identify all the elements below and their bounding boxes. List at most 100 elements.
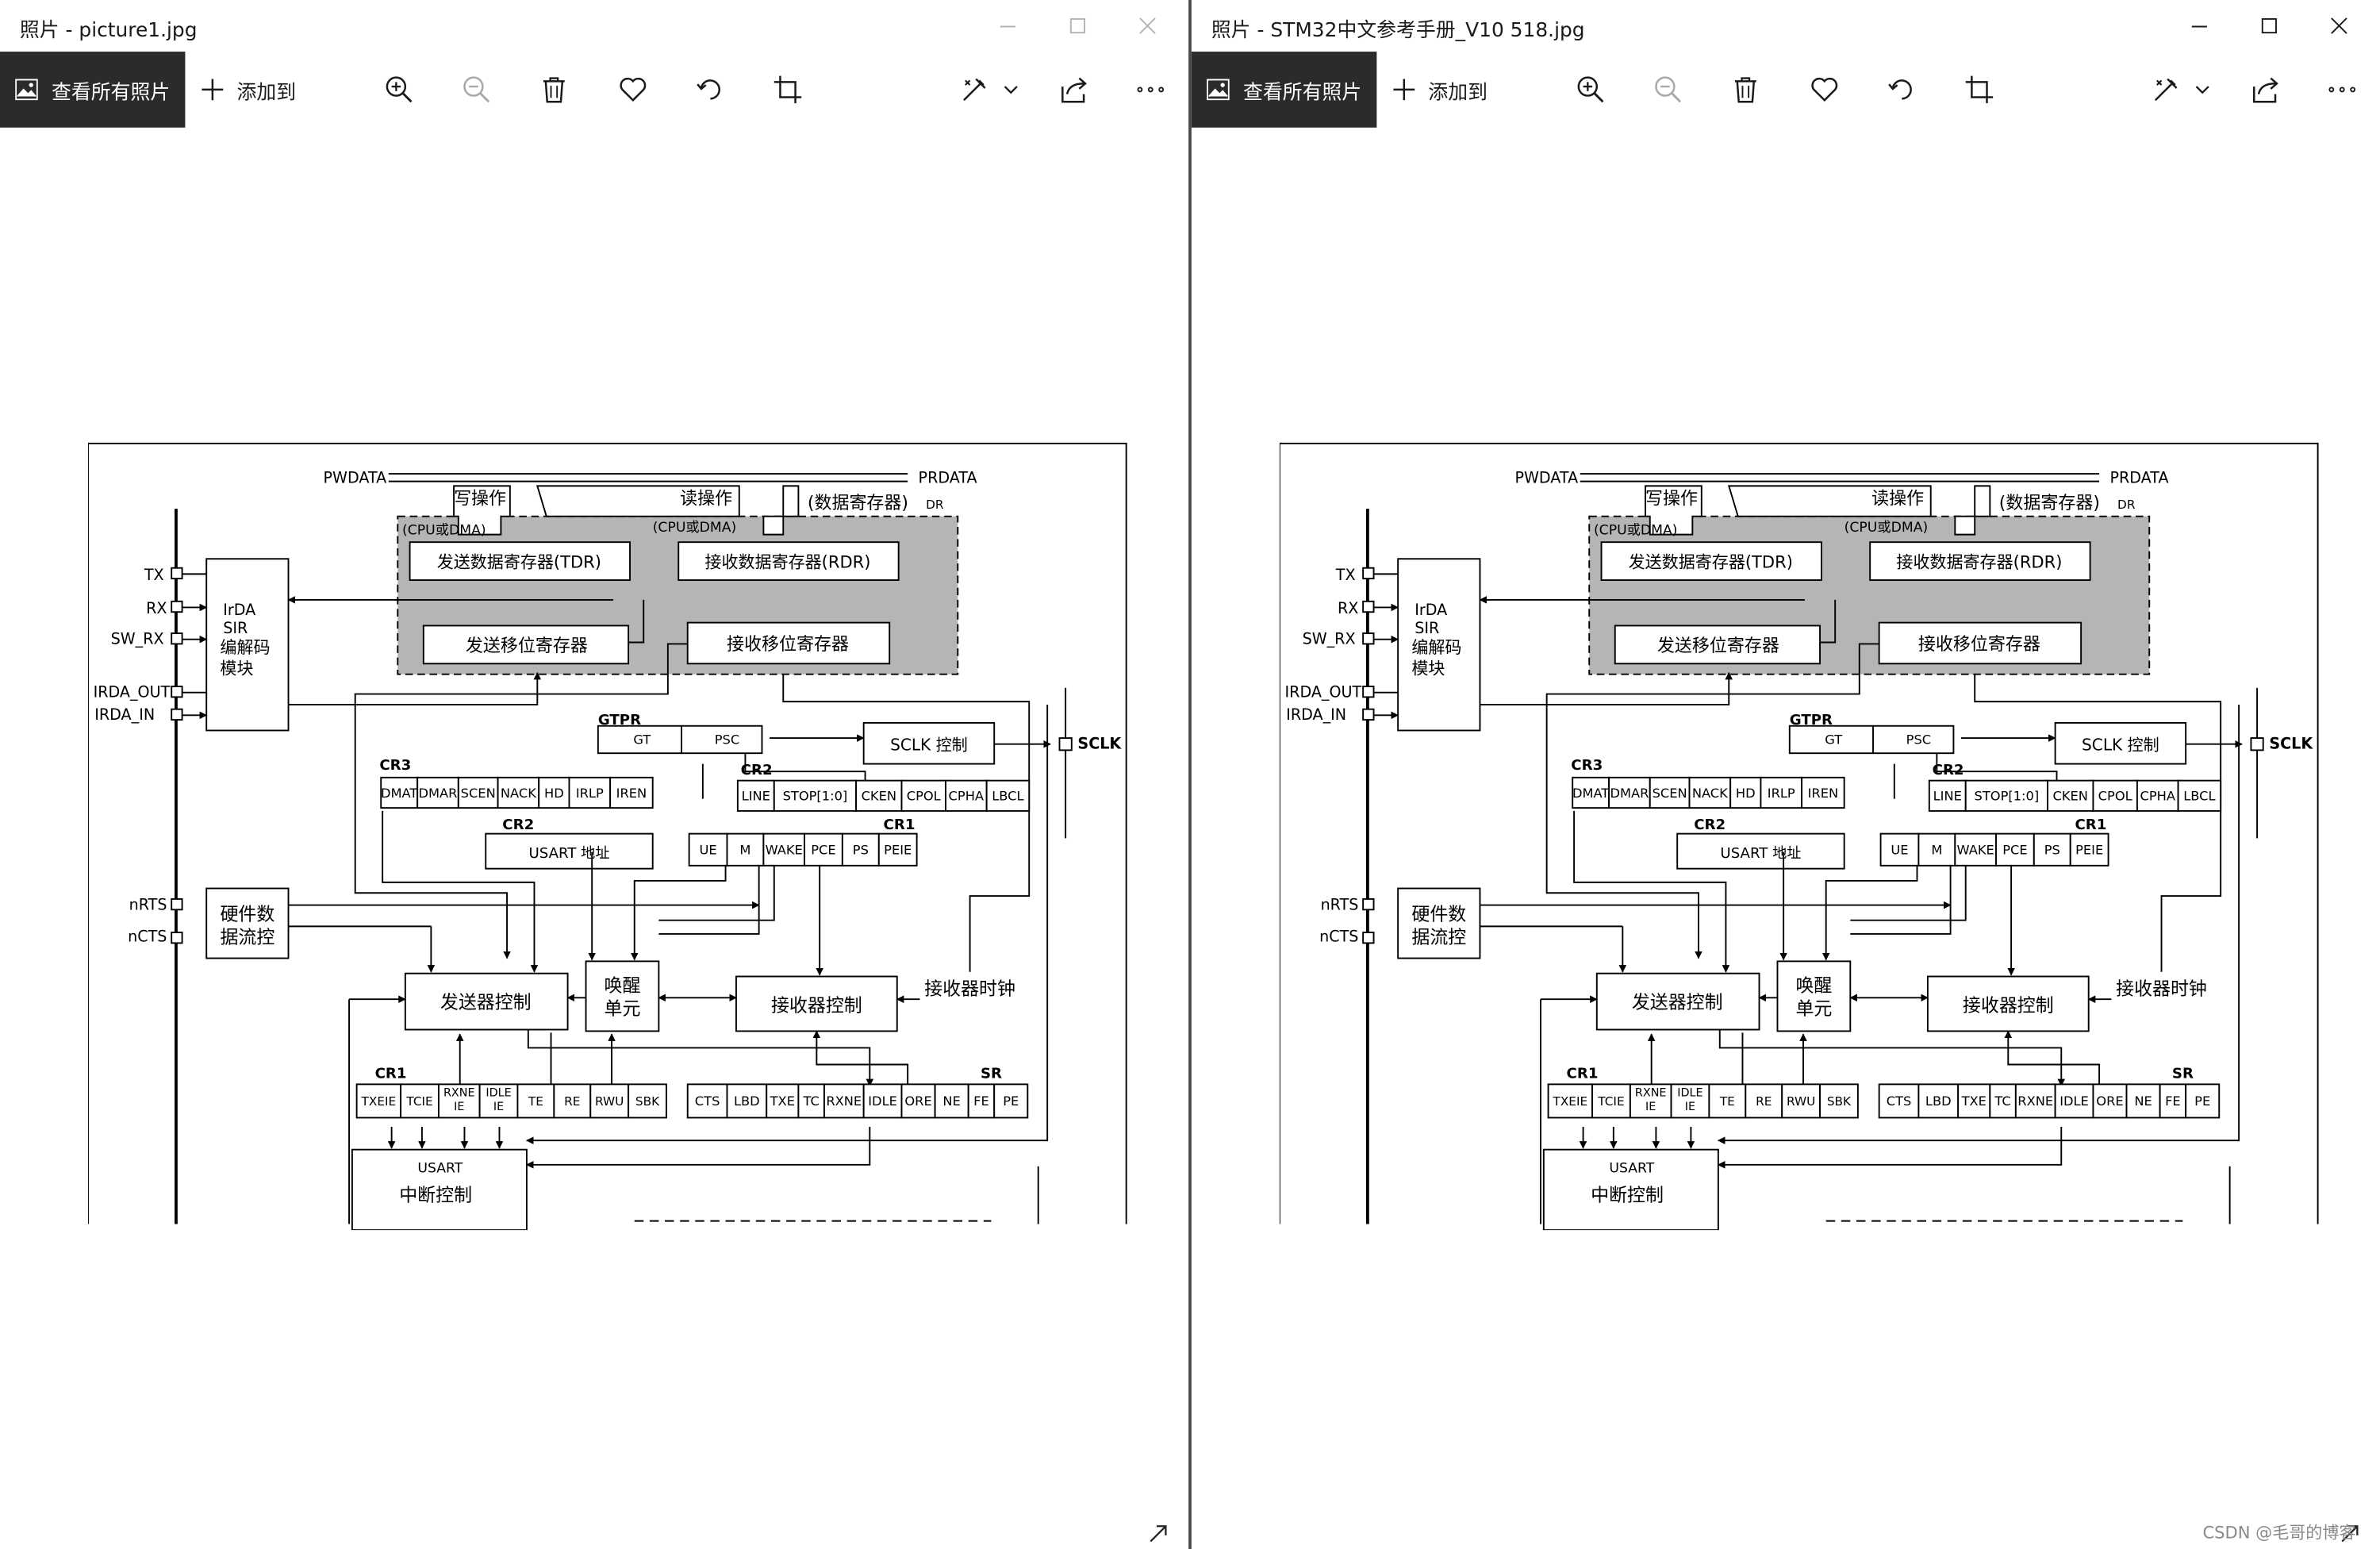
title-bar[interactable]: 照片 - picture1.jpg	[0, 0, 1189, 52]
irda-out-pin-label: IRDA_OUT	[94, 682, 171, 701]
rotate-button[interactable]	[692, 71, 728, 108]
cr2-top-bit-label: LINE	[742, 789, 770, 804]
zoom-in-button[interactable]	[1572, 71, 1609, 108]
wake-unit-line-1: 唤醒	[605, 976, 641, 997]
cr3-bit-cell	[416, 776, 459, 809]
window-title: 照片 - STM32中文参考手册_V10 518.jpg	[1211, 19, 1585, 43]
add-to-button[interactable]: 添加到	[1392, 52, 1488, 128]
minimize-button[interactable]	[973, 0, 1042, 52]
rx-shift-label: 接收移位寄存器	[1918, 635, 2040, 655]
expand-icon[interactable]	[2337, 1522, 2362, 1547]
close-icon	[2331, 17, 2347, 34]
minimize-icon	[1000, 25, 1015, 28]
close-icon	[1139, 17, 1156, 34]
edit-create-button[interactable]	[959, 71, 1023, 108]
view-all-photos-button[interactable]: 查看所有照片	[0, 52, 186, 128]
rdr-label: 接收数据寄存器(RDR)	[1896, 552, 2062, 572]
cr1-bottom-bit-label: SBK	[635, 1094, 660, 1109]
data-register-label: (数据寄存器)	[1999, 494, 2100, 513]
sclk-pin-label: SCLK	[1077, 734, 1122, 752]
rx-clock-label: 接收器时钟	[2116, 978, 2207, 999]
cr1-bottom-bit-label: IDLE	[486, 1087, 511, 1100]
cr3-bit-label: HD	[1736, 786, 1756, 801]
cr2-top-bit-cell	[736, 779, 775, 812]
tdr-label: 发送数据寄存器(TDR)	[1629, 552, 1793, 572]
favorite-button[interactable]	[1806, 71, 1843, 108]
prdata-label: PRDATA	[2109, 469, 2168, 487]
cr3-bit-label: DMAT	[381, 786, 417, 801]
cr1-bottom-label: CR1	[1567, 1066, 1599, 1082]
more-button[interactable]	[2324, 71, 2360, 108]
sr-bit-label: IDLE	[2059, 1094, 2089, 1109]
cr1-top-bit-label: UE	[1891, 843, 1908, 858]
zoom-in-button[interactable]	[381, 71, 417, 108]
cr2-top-bit-cell	[773, 779, 858, 812]
sr-bit-cell	[1878, 1083, 1920, 1119]
sr-bit-cell	[766, 1083, 800, 1119]
cpu-dma-left-label: (CPU或DMA)	[1594, 523, 1678, 539]
usart-address-label: USART 地址	[1720, 845, 1801, 862]
plus-icon	[1392, 78, 1416, 102]
rotate-icon	[697, 79, 720, 100]
pwdata-label: PWDATA	[1514, 469, 1578, 487]
title-bar[interactable]: 照片 - STM32中文参考手册_V10 518.jpg	[1191, 0, 2380, 52]
cr1-bottom-bit-label: IE	[454, 1101, 464, 1113]
cr3-bit-cell	[1688, 776, 1732, 809]
tx-ctrl-label: 发送器控制	[440, 993, 532, 1013]
gt-label: GT	[633, 732, 651, 748]
delete-button[interactable]	[1727, 71, 1764, 108]
edit-create-icon	[963, 78, 1018, 102]
cr2-top-label: CR2	[1933, 762, 1964, 778]
share-button[interactable]	[1057, 71, 1093, 108]
add-to-button[interactable]: 添加到	[201, 52, 297, 128]
view-all-photos-label: 查看所有照片	[1242, 81, 1362, 105]
wake-unit-line-1: 唤醒	[1795, 976, 1832, 997]
cr1-bottom-bit-cell	[628, 1083, 667, 1119]
favorite-icon	[1811, 77, 1838, 102]
cr3-bit-label: IRLP	[1768, 786, 1795, 801]
cr3-bit-cell	[380, 776, 419, 809]
more-button[interactable]	[1132, 71, 1169, 108]
cr1-top-bit-cell	[1879, 832, 1920, 867]
cr1-bottom-bit-label: IE	[1685, 1101, 1695, 1113]
delete-button[interactable]	[536, 71, 572, 108]
zoom-out-button[interactable]	[1650, 71, 1687, 108]
cr2-top-bit-cell	[2136, 779, 2179, 812]
cr1-bottom-bit-label: IE	[1645, 1101, 1656, 1113]
maximize-button[interactable]	[2234, 0, 2304, 52]
expand-icon[interactable]	[1146, 1522, 1171, 1547]
tx-pin-label: TX	[144, 566, 164, 584]
tdr-label: 发送数据寄存器(TDR)	[437, 552, 601, 572]
crop-button[interactable]	[770, 71, 806, 108]
maximize-button[interactable]	[1042, 0, 1112, 52]
close-button[interactable]	[1112, 0, 1182, 52]
sr-bit-cell	[967, 1083, 996, 1119]
view-all-photos-button[interactable]: 查看所有照片	[1191, 52, 1377, 128]
add-to-label: 添加到	[236, 81, 297, 105]
minimize-button[interactable]	[2164, 0, 2234, 52]
share-button[interactable]	[2248, 71, 2285, 108]
zoom-out-button[interactable]	[459, 71, 495, 108]
cr2-top-bit-label: CPHA	[949, 789, 984, 804]
add-to-label: 添加到	[1428, 81, 1488, 105]
data-register-label: (数据寄存器)	[808, 494, 908, 513]
rotate-button[interactable]	[1883, 71, 1920, 108]
cr1-top-bit-label: PEIE	[2075, 843, 2103, 858]
toolbar: 查看所有照片 添加到	[0, 52, 1189, 128]
cr2-top-bit-cell	[900, 779, 946, 812]
sr-bit-label: CTS	[695, 1094, 720, 1109]
edit-create-button[interactable]	[2151, 71, 2214, 108]
crop-button[interactable]	[1961, 71, 1998, 108]
cr1-bottom-bit-cell	[1781, 1083, 1821, 1119]
favorite-button[interactable]	[615, 71, 651, 108]
close-button[interactable]	[2304, 0, 2374, 52]
sr-bit-label: ORE	[2096, 1094, 2123, 1109]
sr-bit-label: PE	[2194, 1094, 2210, 1109]
irda-line-2: SIR	[223, 619, 248, 637]
irq-ctrl-label: 中断控制	[1591, 1186, 1664, 1206]
cr1-bottom-bit-label: IE	[493, 1101, 504, 1113]
rx-ctrl-label: 接收器控制	[1963, 996, 2054, 1017]
nrts-pin-label: nRTS	[1321, 895, 1359, 913]
rx-ctrl-label: 接收器控制	[771, 996, 862, 1017]
cr1-top-bit-label: WAKE	[1957, 843, 1994, 858]
